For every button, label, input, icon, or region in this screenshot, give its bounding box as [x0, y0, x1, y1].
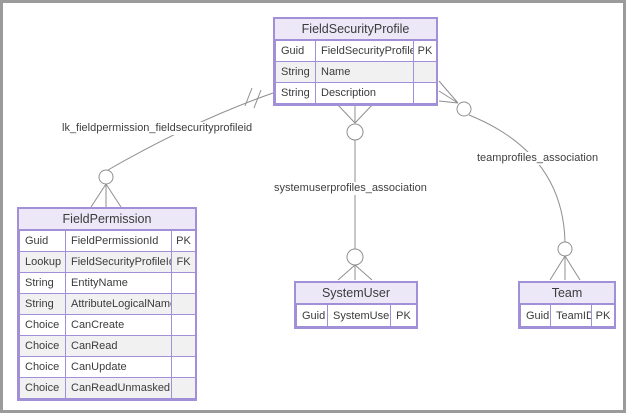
relationship-systemuser-line: [336, 103, 374, 281]
attribute-row: String Description: [275, 82, 437, 104]
attribute-row: Guid TeamID PK: [520, 304, 615, 327]
attribute-row: Guid FieldSecurityProfileId PK: [275, 40, 437, 62]
attribute-name: Name: [315, 61, 414, 83]
entity-attribute-table: Guid FieldSecurityProfileId PK String Na…: [275, 40, 437, 104]
attribute-key: PK: [591, 304, 615, 327]
relationship-label-lk-fieldpermission: lk_fieldpermission_fieldsecurityprofilei…: [60, 122, 255, 135]
one-marker: [244, 87, 262, 109]
entity-team: Team Guid TeamID PK: [518, 281, 616, 329]
attribute-type: Choice: [19, 377, 66, 399]
attribute-key: [171, 293, 196, 315]
attribute-type: Choice: [19, 335, 66, 357]
attribute-key: [171, 335, 196, 357]
zero-or-many-marker: [549, 241, 581, 281]
entity-attribute-table: Guid TeamID PK: [520, 304, 615, 327]
attribute-name: FieldSecurityProfileId: [65, 251, 172, 273]
attribute-name: CanCreate: [65, 314, 172, 336]
relationship-team-line: [438, 80, 581, 281]
entity-fieldsecurityprofile: FieldSecurityProfile Guid FieldSecurityP…: [273, 17, 438, 106]
attribute-type: Choice: [19, 356, 66, 378]
attribute-type: Guid: [275, 40, 316, 62]
entity-title: FieldPermission: [19, 209, 195, 230]
attribute-name: CanUpdate: [65, 356, 172, 378]
attribute-row: Choice CanUpdate: [19, 356, 196, 378]
attribute-row: Choice CanRead: [19, 335, 196, 357]
attribute-name: Description: [315, 82, 414, 104]
attribute-key: [171, 314, 196, 336]
entity-attribute-table: Guid FieldPermissionId PK Lookup FieldSe…: [19, 230, 196, 399]
entity-systemuser: SystemUser Guid SystemUserId PK: [294, 281, 418, 329]
attribute-key: [171, 356, 196, 378]
attribute-name: EntityName: [65, 272, 172, 294]
attribute-row: Choice CanReadUnmasked: [19, 377, 196, 399]
attribute-type: String: [19, 293, 66, 315]
attribute-row: Lookup FieldSecurityProfileId FK: [19, 251, 196, 273]
attribute-row: String Name: [275, 61, 437, 83]
attribute-key: [171, 377, 196, 399]
attribute-type: Choice: [19, 314, 66, 336]
entity-title: Team: [520, 283, 614, 304]
attribute-key: [413, 82, 437, 104]
attribute-key: [413, 61, 437, 83]
attribute-name: TeamID: [550, 304, 592, 327]
entity-title: FieldSecurityProfile: [275, 19, 436, 40]
attribute-row: Guid SystemUserId PK: [296, 304, 417, 327]
attribute-type: String: [19, 272, 66, 294]
zero-or-many-marker: [337, 248, 373, 281]
zero-or-many-marker: [438, 80, 472, 117]
zero-or-many-marker: [90, 169, 122, 208]
relationship-lines-layer: [90, 80, 581, 281]
attribute-key: [171, 272, 196, 294]
entity-fieldpermission: FieldPermission Guid FieldPermissionId P…: [17, 207, 197, 401]
attribute-name: CanReadUnmasked: [65, 377, 172, 399]
attribute-type: Guid: [296, 304, 328, 327]
attribute-type: String: [275, 82, 316, 104]
attribute-row: String AttributeLogicalName: [19, 293, 196, 315]
attribute-key: FK: [171, 251, 196, 273]
attribute-row: String EntityName: [19, 272, 196, 294]
entity-attribute-table: Guid SystemUserId PK: [296, 304, 417, 327]
attribute-name: FieldPermissionId: [65, 230, 172, 252]
attribute-name: SystemUserId: [327, 304, 391, 327]
attribute-key: PK: [390, 304, 417, 327]
relationship-label-teamprofiles: teamprofiles_association: [475, 152, 601, 165]
attribute-type: Lookup: [19, 251, 66, 273]
relationship-lk-fieldpermission-line: [90, 87, 274, 208]
relationship-label-systemuserprofiles: systemuserprofiles_association: [272, 182, 429, 195]
attribute-row: Guid FieldPermissionId PK: [19, 230, 196, 252]
attribute-row: Choice CanCreate: [19, 314, 196, 336]
attribute-type: Guid: [520, 304, 551, 327]
attribute-type: Guid: [19, 230, 66, 252]
attribute-name: CanRead: [65, 335, 172, 357]
attribute-key: PK: [171, 230, 196, 252]
entity-title: SystemUser: [296, 283, 416, 304]
attribute-name: FieldSecurityProfileId: [315, 40, 414, 62]
zero-or-many-marker: [336, 103, 374, 141]
attribute-name: AttributeLogicalName: [65, 293, 172, 315]
attribute-type: String: [275, 61, 316, 83]
attribute-key: PK: [413, 40, 437, 62]
